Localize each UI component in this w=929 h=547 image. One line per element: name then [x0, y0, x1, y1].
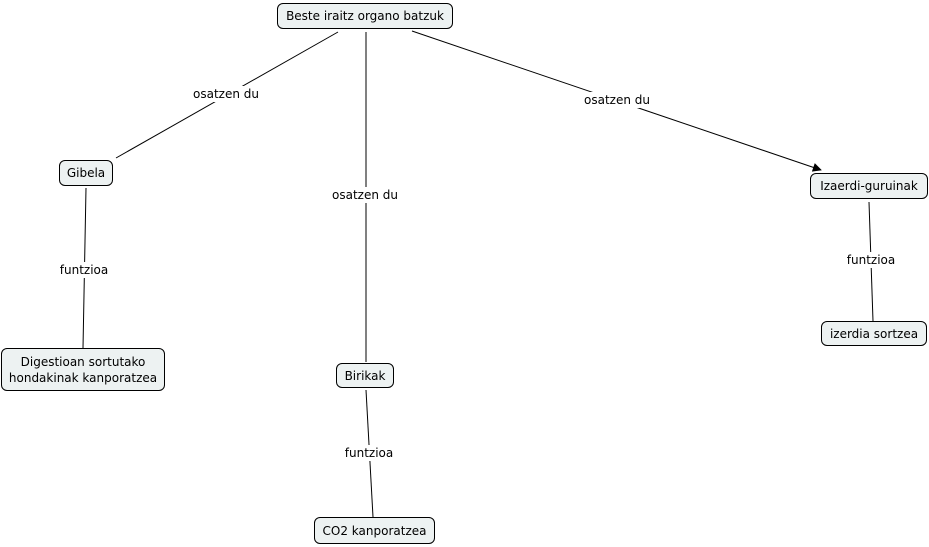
concept-node-co2-kanporatzea[interactable]: CO2 kanporatzea: [314, 517, 435, 544]
link-label-birikak-co2: funtzioa: [343, 445, 395, 461]
link-label-gibela-digestioan: funtzioa: [58, 262, 110, 278]
concept-node-root[interactable]: Beste iraitz organo batzuk: [277, 3, 453, 29]
link-label-izaerdi-izerdia: funtzioa: [845, 252, 897, 268]
link-label-root-izaerdi: osatzen du: [583, 92, 651, 108]
concept-node-izaerdi-guruinak[interactable]: Izaerdi-guruinak: [810, 173, 928, 199]
link-label-root-gibela: osatzen du: [192, 86, 260, 102]
concept-node-gibela[interactable]: Gibela: [59, 160, 113, 186]
concept-node-digestioan[interactable]: Digestioan sortutako hondakinak kanporat…: [1, 348, 165, 391]
link-label-root-birikak: osatzen du: [331, 187, 399, 203]
concept-node-izerdia-sortzea[interactable]: izerdia sortzea: [821, 321, 927, 346]
concept-node-birikak[interactable]: Birikak: [336, 363, 394, 388]
